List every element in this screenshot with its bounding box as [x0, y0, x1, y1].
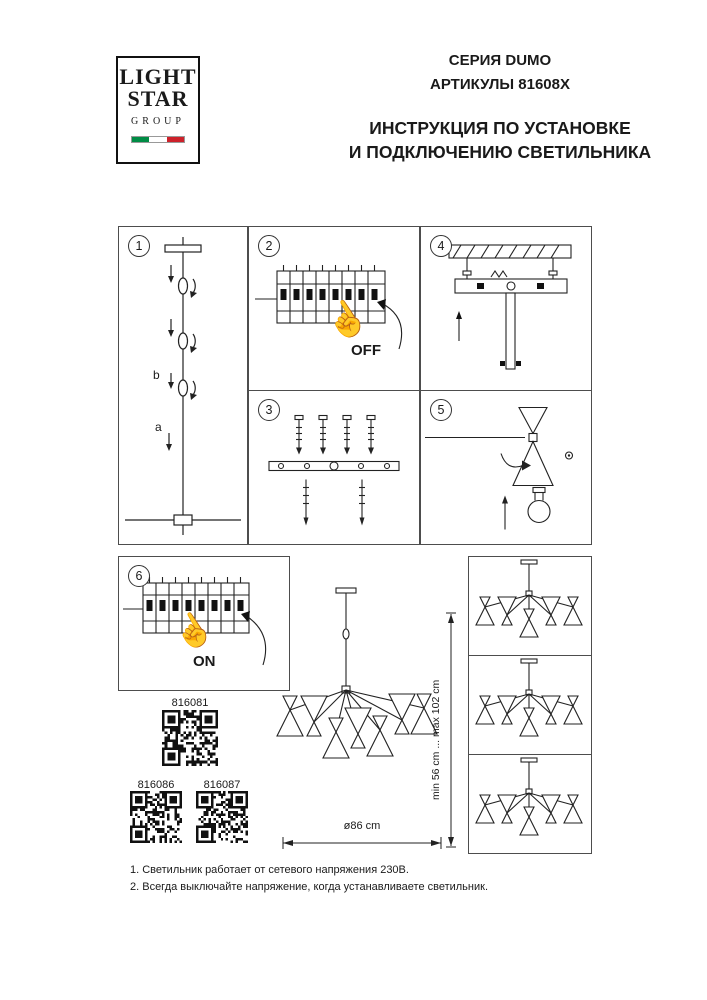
articles-title: АРТИКУЛЫ 81608X	[430, 76, 570, 93]
rod-assembly-drawing	[125, 237, 241, 535]
flag-white	[149, 137, 167, 143]
page-title-line2: И ПОДКЛЮЧЕНИЮ СВЕТИЛЬНИКА	[348, 141, 652, 162]
article-code-816081: 816081	[171, 697, 209, 709]
shade-assembly-drawing	[425, 406, 574, 530]
variant-box-1	[468, 556, 592, 656]
label-a: a	[155, 420, 162, 434]
page-title-line1: ИНСТРУКЦИЯ ПО УСТАНОВКЕ	[369, 118, 631, 138]
step-panel-3: 3	[248, 390, 420, 545]
mounting-bar-drawing	[268, 414, 400, 526]
step-number-3: 3	[258, 399, 280, 421]
header-text: СЕРИЯ DUMO АРТИКУЛЫ 81608X ИНСТРУКЦИЯ ПО…	[320, 52, 680, 164]
height-dimension-label: min 56 cm ... max 102 cm	[430, 679, 442, 800]
step-number-5: 5	[430, 399, 452, 421]
variant-box-3	[468, 754, 592, 854]
diameter-dimension-arrow	[282, 837, 442, 849]
on-label: ON	[193, 653, 216, 670]
step-panel-5: 5	[420, 390, 592, 545]
breaker-off-drawing	[255, 265, 403, 350]
qr-code-816086	[130, 791, 182, 843]
step-number-2: 2	[258, 235, 280, 257]
series-title: СЕРИЯ DUMO	[448, 52, 552, 69]
italian-flag-icon	[131, 136, 185, 144]
label-b: b	[153, 368, 160, 382]
qr-code-816087	[196, 791, 248, 843]
variant-box-2	[468, 655, 592, 755]
step-number-6: 6	[128, 565, 150, 587]
breaker-on-drawing	[123, 577, 267, 666]
flag-green	[132, 137, 150, 143]
flag-red	[166, 137, 184, 143]
step-panel-2: 2	[248, 226, 420, 391]
step-number-1: 1	[128, 235, 150, 257]
ceiling-mount-drawing	[448, 244, 572, 370]
footnotes: 1. Светильник работает от сетевого напря…	[130, 862, 488, 896]
off-label: OFF	[351, 342, 381, 359]
step-panel-6: 6	[118, 556, 290, 691]
step-panel-1: 1	[118, 226, 248, 545]
step-panel-4: 4	[420, 226, 592, 391]
article-code-816087: 816087	[203, 779, 241, 791]
note-2: 2. Всегда выключайте напряжение, когда у…	[130, 881, 489, 894]
diameter-label: ø86 cm	[343, 820, 381, 832]
note-1: 1. Светильник работает от сетевого напря…	[130, 864, 409, 876]
qr-code-816081	[162, 710, 218, 766]
logo-word-group: GROUP	[131, 116, 185, 128]
chandelier-main-drawing	[276, 587, 438, 759]
page-title: ИНСТРУКЦИЯ ПО УСТАНОВКЕ И ПОДКЛЮЧЕНИЮ СВ…	[320, 117, 680, 164]
chandelier-variant-drawing-2	[475, 658, 583, 737]
step-number-4: 4	[430, 235, 452, 257]
article-code-816086: 816086	[137, 779, 175, 791]
height-dimension-arrow	[446, 612, 456, 848]
chandelier-variant-drawing-1	[475, 559, 583, 638]
lightstar-logo: LIGHT STAR GROUP	[116, 56, 200, 164]
logo-word-light: LIGHT	[119, 64, 197, 89]
chandelier-variant-drawing-3	[475, 757, 583, 836]
logo-word-star: STAR	[127, 85, 189, 111]
